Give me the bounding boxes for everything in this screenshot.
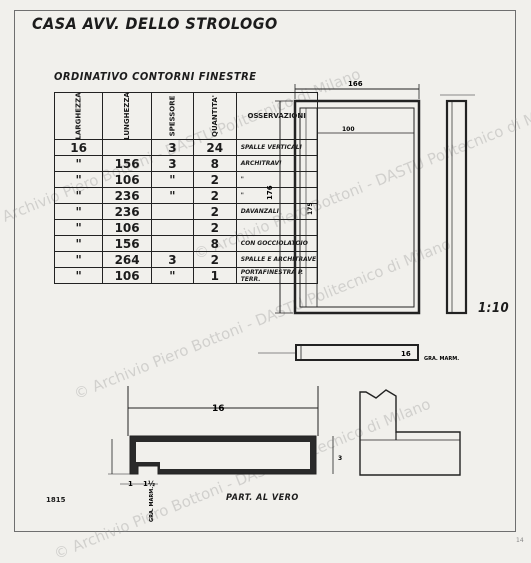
wall-junction-detail [359, 389, 461, 476]
detail-drip-offset-text: 1½ [143, 480, 155, 488]
drawing-sheet-border [14, 10, 516, 532]
window-elevation [275, 84, 421, 315]
frame-outer [293, 99, 421, 315]
detail-width-text: 16 [212, 404, 225, 414]
detail-profile [108, 386, 334, 485]
frame-inner [299, 107, 415, 308]
detail-drip-text: 1 [128, 480, 133, 488]
dim-height-text: 176 [266, 185, 274, 200]
technical-drawing: 166 100 176 175 16 GRA. MARM. 16 3 1 1½ … [108, 80, 475, 522]
sill-section [258, 344, 419, 361]
sheet-number: 1815 [46, 496, 66, 504]
detail-title: PART. AL VERO [226, 493, 299, 503]
dim-section-text: 16 [401, 350, 411, 358]
dim-inner-width-text: 100 [342, 126, 355, 133]
section-material-label: GRA. MARM. [424, 356, 459, 362]
detail-material-label: GRA. MARM. [149, 487, 155, 522]
header-lunghezza: LUNGHEZZA [102, 92, 152, 140]
scale-label: 1:10 [478, 301, 510, 316]
page-title: CASA AVV. DELLO STROLOGO [32, 14, 278, 33]
header-larghezza: LARGHEZZA [53, 92, 104, 140]
table-title: ORDINATIVO CONTORNI FINESTRE [54, 70, 257, 83]
dim-width-text: 166 [348, 80, 363, 88]
dim-inner-height-text: 175 [307, 202, 314, 215]
detail-thickness-text: 3 [338, 455, 342, 462]
order-table: LARGHEZZA LUNGHEZZA SPESSORE QUANTITA' O… [53, 92, 318, 284]
side-profile [440, 94, 475, 315]
corner-mark: 14 [516, 537, 524, 544]
table-row: "106"2" [53, 171, 318, 188]
table-row: "236"2" [53, 187, 318, 204]
